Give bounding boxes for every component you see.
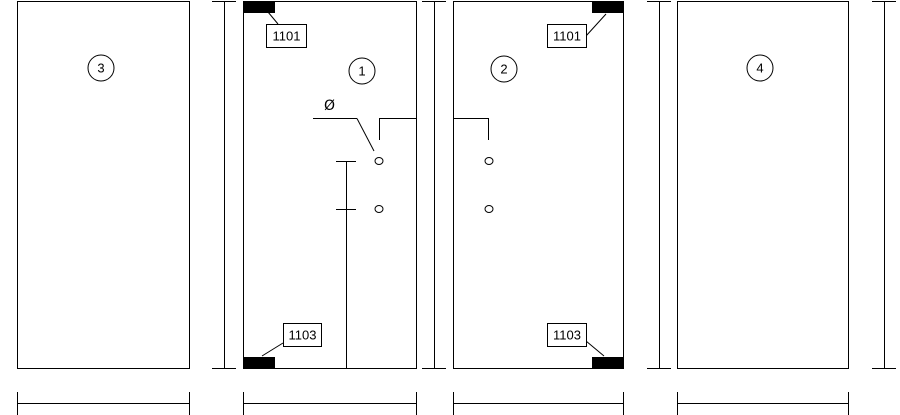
dimension-line-3 <box>647 1 671 369</box>
plan-view-strip <box>17 392 849 415</box>
panel-2-number-circle <box>490 55 518 83</box>
leader-1103-left <box>261 342 284 357</box>
panel-3-outline <box>17 1 190 369</box>
panel-3: 3 <box>17 1 190 369</box>
panel-4-outline <box>677 1 849 369</box>
panel-3-number-circle <box>87 54 115 82</box>
leader-1103-right <box>585 340 605 357</box>
label-1101-left: 1101 <box>273 29 301 44</box>
hinge-block-bottom <box>243 357 275 369</box>
panel-2-outline <box>453 1 624 369</box>
label-1103-right: 1103 <box>553 328 581 343</box>
panel-1: 1101 1103 1 Ø <box>243 1 417 369</box>
hinge-block-top <box>243 1 275 13</box>
diameter-symbol: Ø <box>324 98 335 114</box>
hole-upper-left <box>374 157 384 165</box>
panel-1-number: 1 <box>358 64 365 79</box>
panel-2-number: 2 <box>500 62 507 77</box>
panel-2: 1101 1103 2 <box>453 1 624 369</box>
hole-upper-right <box>484 157 494 165</box>
leader-1101-right <box>585 13 607 37</box>
label-1101-right: 1101 <box>553 29 581 44</box>
leader-1101-left <box>267 11 279 25</box>
label-box-1103-left <box>283 323 322 347</box>
label-box-1103-right <box>547 323 587 347</box>
dimension-line-4 <box>872 1 896 369</box>
hole-lower-left <box>374 205 384 213</box>
panel-4-number: 4 <box>756 61 763 76</box>
dimension-line-2 <box>422 1 446 369</box>
label-box-1101-left <box>266 24 307 48</box>
dimension-line-1 <box>212 1 236 369</box>
panel-1-number-circle <box>348 57 376 85</box>
hinge-block-top-right <box>592 1 624 13</box>
hole-lower-right <box>484 205 494 213</box>
label-1103-left: 1103 <box>289 328 317 343</box>
panel-1-outline <box>243 1 417 369</box>
diameter-leader-diagonal <box>356 118 375 152</box>
label-box-1101-right <box>547 24 587 48</box>
panel-4-number-circle <box>746 54 774 82</box>
panel-4: 4 <box>677 1 849 369</box>
hinge-block-bottom-right <box>592 357 624 369</box>
panel-3-number: 3 <box>97 61 104 76</box>
